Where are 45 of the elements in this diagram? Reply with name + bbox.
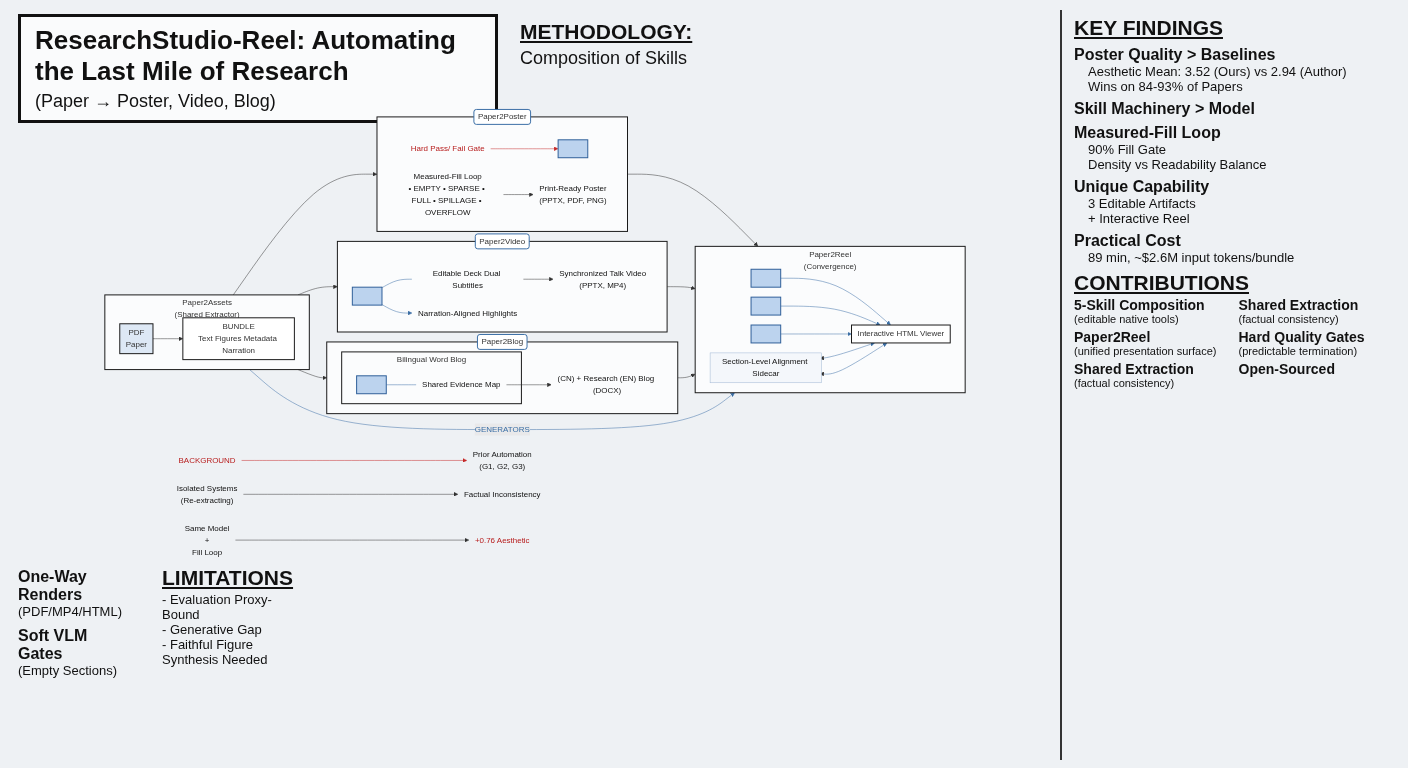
finding-detail: 3 Editable Artifacts (1088, 196, 1197, 211)
limitation-item: - Generative Gap (162, 622, 263, 637)
node-box (750, 268, 782, 288)
node-box (750, 296, 782, 316)
contribution-detail: (predictable termination) (1238, 345, 1359, 357)
section-heading: METHODOLOGY: (520, 20, 694, 44)
finding-heading: Practical Cost (1074, 232, 1182, 250)
finding-detail: + Interactive Reel (1088, 211, 1191, 226)
section-heading: KEY FINDINGS (1074, 16, 1224, 40)
subtitle-text: (Paper → Poster, Video, Blog) (35, 91, 276, 112)
problem-detail: (Empty Sections) (18, 663, 118, 678)
node-box (750, 324, 782, 344)
problem-text: Soft VLM Gates (18, 627, 89, 663)
node-box (351, 286, 383, 306)
section-heading: LIMITATIONS (162, 566, 294, 590)
finding-detail: Aesthetic Mean: 3.52 (Ours) vs 2.94 (Author) (1088, 64, 1348, 79)
finding-heading: Skill Machinery > Model (1074, 100, 1256, 118)
section-heading: CONTRIBUTIONS (1074, 271, 1250, 295)
limitation-item: - Evaluation Proxy-Bound (162, 592, 273, 622)
limitation-item: - Faithful Figure Synthesis Needed (162, 637, 269, 667)
finding-detail: 89 min, ~$2.6M input tokens/bundle (1088, 250, 1296, 265)
problem-text: One-Way Renders (18, 568, 88, 604)
contribution-title: Shared Extraction (1238, 297, 1360, 313)
node-box (557, 139, 589, 159)
contribution-detail: (factual consistency) (1238, 313, 1340, 325)
contribution-detail: (editable native tools) (1074, 313, 1180, 325)
problem-detail: (PDF/MP4/HTML) (18, 604, 122, 619)
contribution-title: Shared Extraction (1074, 361, 1195, 377)
finding-detail: 90% Fill Gate (1088, 142, 1168, 157)
contribution-detail: (unified presentation surface) (1074, 345, 1218, 357)
finding-heading: Poster Quality > Baselines (1074, 46, 1277, 64)
contribution-title: Paper2Reel (1074, 329, 1152, 345)
connector (386, 384, 417, 385)
finding-heading: Unique Capability (1074, 178, 1211, 196)
contribution-detail: (factual consistency) (1074, 377, 1176, 389)
node-box (356, 375, 387, 395)
section-subtitle: Composition of Skills (520, 48, 689, 69)
title-text: ResearchStudio-Reel: Automating the Last Mile of Research (35, 25, 457, 87)
finding-heading: Measured-Fill Loop (1074, 124, 1222, 142)
contribution-title: Hard Quality Gates (1238, 329, 1366, 345)
contribution-title: Open-Sourced (1238, 361, 1336, 377)
contribution-title: 5-Skill Composition (1074, 297, 1206, 313)
connector (381, 278, 413, 288)
finding-detail: Density vs Readability Balance (1088, 157, 1268, 172)
finding-detail: Wins on 84-93% of Papers (1088, 79, 1244, 94)
